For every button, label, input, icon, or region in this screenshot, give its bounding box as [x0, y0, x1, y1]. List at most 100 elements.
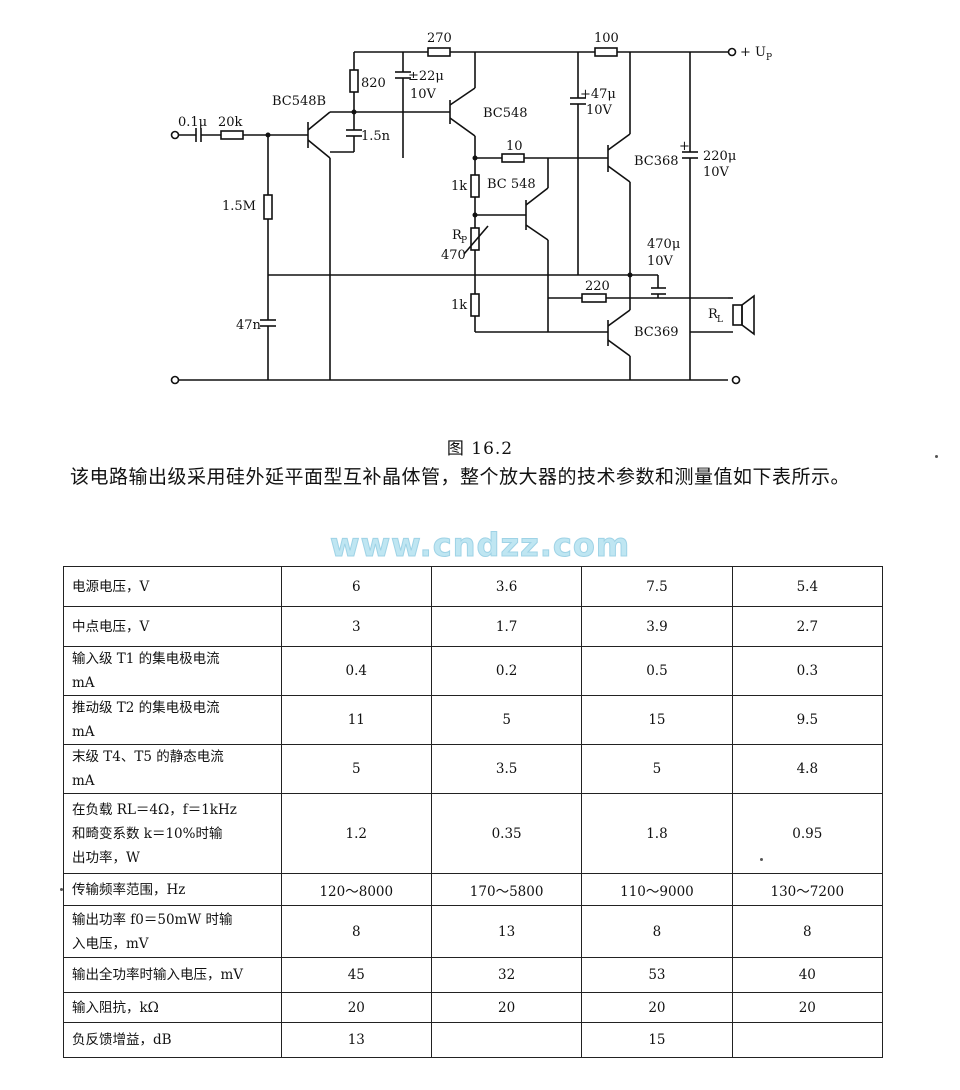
scan-speck — [760, 858, 763, 861]
row-value: 0.95 — [731, 793, 884, 874]
row-value: 0.5 — [581, 646, 733, 696]
label-t3: BC 548 — [487, 177, 536, 192]
row-value: 3.5 — [430, 744, 583, 794]
label-cap-220u-v: 10V — [703, 165, 730, 180]
label-cap-47n: 47n — [236, 318, 262, 333]
row-value: 20 — [430, 992, 583, 1023]
label-r-bias: 1.5M — [222, 199, 256, 214]
label-rp-val: 470 — [441, 248, 466, 263]
row-value: 6 — [280, 566, 432, 607]
label-r-1k-top: 1k — [451, 179, 467, 194]
row-label: 电源电压，V — [63, 566, 282, 607]
circuit-schematic: BC548B 0.1μ 20k 1.5M 47n 820 ±22μ 10V 1.… — [170, 31, 772, 385]
row-value: 0.35 — [430, 793, 583, 874]
row-value: 8 — [581, 905, 733, 958]
label-rl: R — [708, 307, 719, 322]
row-value: 110～9000 — [581, 873, 733, 906]
row-value: 2.7 — [731, 606, 884, 647]
row-value: 11 — [280, 695, 432, 745]
label-r-100: 100 — [594, 31, 619, 46]
row-label: 传输频率范围，Hz — [63, 873, 282, 906]
row-value: 5.4 — [731, 566, 884, 607]
row-value: 3.6 — [430, 566, 583, 607]
label-cap-22u: ±22μ — [408, 69, 444, 84]
row-value: 40 — [731, 957, 884, 993]
row-value: 0.2 — [430, 646, 583, 696]
label-t1: BC548B — [272, 94, 326, 109]
label-cap-in: 0.1μ — [178, 115, 207, 130]
label-t4: BC368 — [634, 154, 679, 169]
scan-speck — [935, 455, 938, 458]
row-value: 32 — [430, 957, 583, 993]
label-cap-220u-plus: + — [679, 139, 690, 154]
row-value: 13 — [430, 905, 583, 958]
label-cap-470u-v: 10V — [647, 254, 674, 269]
row-value: 3 — [280, 606, 432, 647]
row-value: 8 — [280, 905, 432, 958]
row-value: 8 — [731, 905, 884, 958]
label-cap-15n: 1.5n — [361, 129, 391, 144]
label-r-1k-bot: 1k — [451, 298, 467, 313]
label-up: + U — [740, 45, 766, 60]
figure-caption: 图 16.2 — [446, 439, 514, 459]
row-value: 45 — [280, 957, 432, 993]
label-rp: R — [452, 228, 463, 243]
row-value: 4.8 — [731, 744, 884, 794]
row-label: 输出全功率时输入电压，mV — [63, 957, 282, 993]
row-value: 15 — [581, 695, 733, 745]
label-r-in: 20k — [218, 115, 243, 130]
row-value — [731, 1022, 884, 1058]
row-value: 1.8 — [581, 793, 733, 874]
label-cap-47u: +47μ — [580, 87, 616, 102]
label-r-270: 270 — [427, 31, 452, 46]
row-value: 120～8000 — [280, 873, 432, 906]
row-value: 1.7 — [430, 606, 583, 647]
watermark: www.cndzz.com — [329, 526, 631, 565]
row-value: 1.2 — [280, 793, 432, 874]
label-t2: BC548 — [483, 106, 528, 121]
label-rp-sub: P — [461, 236, 467, 246]
row-value: 53 — [581, 957, 733, 993]
row-value: 7.5 — [581, 566, 733, 607]
row-value: 5 — [581, 744, 733, 794]
label-r-820: 820 — [361, 76, 386, 91]
scan-speck — [60, 888, 63, 891]
label-r-10: 10 — [506, 139, 523, 154]
row-value: 13 — [280, 1022, 432, 1058]
label-t5: BC369 — [634, 325, 679, 340]
label-cap-220u: 220μ — [703, 149, 736, 164]
body-paragraph: 该电路输出级采用硅外延平面型互补晶体管，整个放大器的技术参数和测量值如下表所示。 — [70, 466, 851, 488]
row-label: 中点电压，V — [63, 606, 282, 647]
row-label: 输出功率 f0＝50mW 时输入电压，mV — [63, 905, 282, 958]
row-value: 130～7200 — [731, 873, 884, 906]
row-value: 20 — [581, 992, 733, 1023]
label-cap-22u-v: 10V — [410, 87, 437, 102]
row-value: 0.4 — [280, 646, 432, 696]
row-value: 15 — [581, 1022, 733, 1058]
row-value: 5 — [280, 744, 432, 794]
row-value: 3.9 — [581, 606, 733, 647]
row-value: 5 — [430, 695, 583, 745]
label-cap-47u-v: 10V — [586, 103, 613, 118]
row-value — [430, 1022, 583, 1058]
row-label: 负反馈增益，dB — [63, 1022, 282, 1058]
row-value: 170～5800 — [430, 873, 583, 906]
row-value: 0.3 — [731, 646, 884, 696]
label-rl-sub: L — [717, 315, 723, 325]
row-value: 20 — [731, 992, 884, 1023]
label-cap-470u: 470μ — [647, 237, 680, 252]
